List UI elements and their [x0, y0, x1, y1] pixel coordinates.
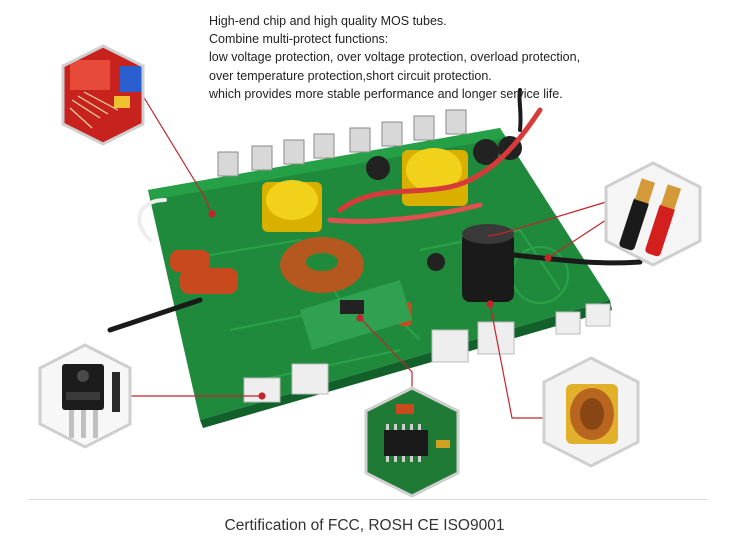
protection-board-detail-icon — [61, 44, 145, 146]
description-line: Combine multi-protect functions: — [209, 32, 389, 47]
description-line: low voltage protection, over voltage pro… — [209, 50, 581, 65]
control-chip-detail-icon — [364, 386, 460, 498]
transformer-coil-detail-icon — [542, 356, 640, 468]
divider — [28, 499, 708, 500]
feature-description: High-end chip and high quality MOS tubes… — [209, 12, 639, 103]
description-line: High-end chip and high quality MOS tubes… — [209, 14, 447, 28]
description-line: over temperature protection,short circui… — [209, 68, 492, 83]
pcb-board — [107, 88, 643, 428]
description-line: which provides more stable performance a… — [209, 86, 563, 101]
mos-transistor-detail-icon — [38, 343, 132, 449]
battery-cable-detail-icon — [604, 161, 702, 267]
certification-caption: Certification of FCC, ROSH CE ISO9001 — [224, 517, 505, 534]
callout-lines — [130, 95, 607, 419]
